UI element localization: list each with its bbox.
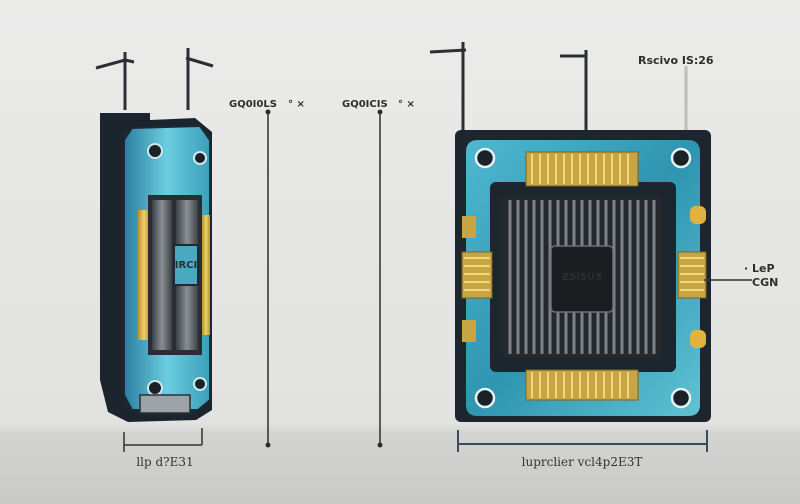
- dimension-b-label: GQ0ICIS: [342, 99, 388, 110]
- side-callout-line2: CGN: [752, 276, 778, 289]
- top-view-die: [550, 245, 614, 313]
- dimension-b-mark: ° ×: [398, 99, 415, 110]
- top-view-dimension-bracket: [457, 430, 708, 452]
- die-marking: Z5I5U5: [562, 272, 602, 283]
- top-view-gold-contacts-top: [525, 151, 639, 187]
- side-view-dimension-bracket: [123, 428, 203, 452]
- side-view-chip-core: [173, 244, 199, 286]
- dimension-line-a: [265, 109, 271, 448]
- side-view-top-pins: [95, 48, 214, 110]
- top-view-gold-contacts-right: [677, 206, 707, 348]
- top-right-label: Rscivo IS:26: [638, 54, 714, 67]
- side-view-base: [139, 394, 191, 414]
- side-view-gold-contacts-right: [202, 215, 210, 335]
- side-callout-line1: · LeP: [744, 262, 775, 275]
- top-view-holes: [474, 147, 692, 409]
- side-view-holes: [147, 143, 207, 396]
- dimension-a-mark: ° ×: [288, 99, 305, 110]
- side-chip-marking: IRCI: [175, 260, 197, 271]
- top-view-caption: luprclier vcl4p2E3T: [522, 455, 643, 469]
- dimension-a-label: GQ0I0LS: [229, 99, 277, 110]
- top-view-gold-contacts-bottom: [525, 369, 639, 401]
- top-view-leader-lines: [429, 42, 588, 130]
- side-view-caption: llp d?E31: [136, 455, 193, 469]
- side-view-gold-contacts-left: [138, 210, 150, 340]
- top-view-chip: Z5I5U5: [455, 130, 711, 422]
- top-view-gold-contacts-left: [461, 216, 493, 342]
- side-view-chip: IRCI: [95, 48, 214, 422]
- dimension-line-b: [377, 109, 383, 448]
